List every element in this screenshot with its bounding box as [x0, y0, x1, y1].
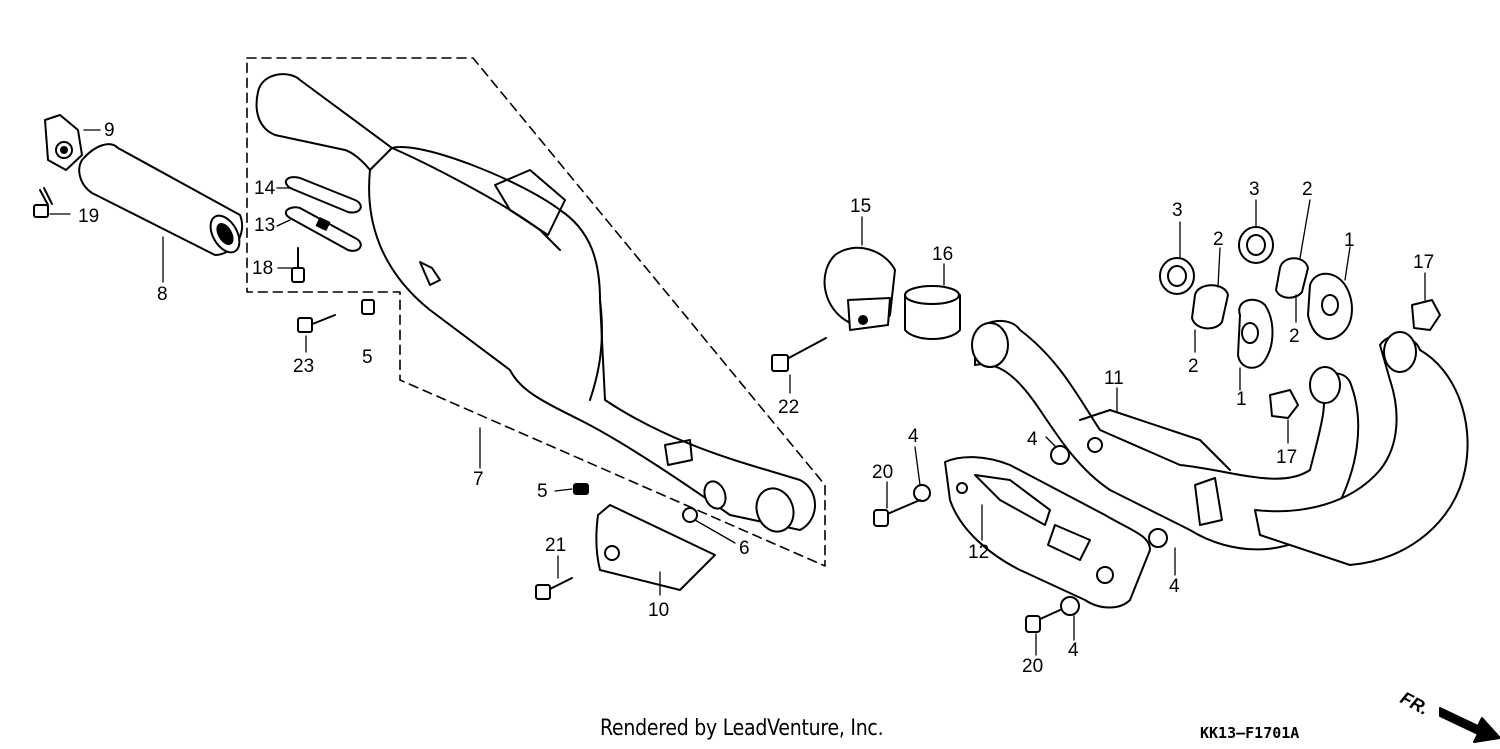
bolt-18: [291, 247, 305, 283]
callout-14: 14: [254, 178, 276, 199]
callout-5-a: 5: [362, 347, 373, 368]
washer-4-b: [1050, 445, 1070, 465]
callout-labels: 1 1 2 2 2 2 3 3 4 4 4 4 5 5 6 7 8 9 10 1…: [78, 120, 1434, 719]
bolt-23: [297, 314, 336, 333]
bolt-20-a: [873, 499, 921, 527]
leader-lines: [49, 129, 1426, 656]
washer-6: [682, 507, 698, 523]
cap-nut-b: [1269, 389, 1299, 419]
washer-4-a: [913, 484, 931, 502]
nut-5-lower: [573, 483, 589, 495]
callout-4-b: 4: [1027, 429, 1038, 450]
callout-10: 10: [648, 600, 669, 621]
callout-2-c: 2: [1188, 356, 1199, 377]
callout-2-a: 2: [1213, 229, 1224, 250]
callout-5-b: 5: [537, 481, 548, 502]
joint-gasket: [904, 285, 961, 340]
bolt-19: [33, 187, 53, 218]
bolt-20-b: [1025, 609, 1061, 633]
joint-collar-b: [1275, 257, 1309, 299]
callout-21: 21: [545, 535, 566, 556]
callout-20-a: 20: [872, 462, 893, 483]
callout-6: 6: [739, 538, 750, 559]
joint-clamp: [823, 246, 896, 331]
muffler: [255, 73, 816, 533]
callout-2-d: 2: [1289, 326, 1300, 347]
render-credit: Rendered by LeadVenture, Inc.: [600, 716, 884, 741]
callout-1-a: 1: [1344, 230, 1355, 251]
joint-collar-a: [1191, 284, 1229, 330]
callout-17-b: 17: [1276, 447, 1297, 468]
drawing-code: KK13–F1701A: [1200, 724, 1300, 742]
callout-7: 7: [473, 469, 484, 490]
tail-pipe-extension: [78, 143, 244, 256]
callout-3-a: 3: [1172, 200, 1183, 221]
callout-20-b: 20: [1022, 656, 1043, 677]
callout-4-d: 4: [1068, 640, 1079, 661]
callout-11: 11: [1104, 368, 1124, 389]
callout-1-b: 1: [1236, 389, 1247, 410]
callout-22: 22: [778, 397, 799, 418]
callout-9: 9: [104, 120, 115, 141]
bolt-22: [771, 337, 827, 372]
nut-5-upper: [361, 299, 375, 315]
callout-13: 13: [254, 215, 275, 236]
callout-4-a: 4: [908, 426, 919, 447]
pipe-clamp: [44, 114, 83, 171]
washer-4-d: [1060, 596, 1080, 616]
callout-23: 23: [293, 356, 314, 377]
callout-8: 8: [157, 284, 168, 305]
washer-4-c: [1148, 528, 1168, 548]
front-direction-arrow-icon: [1439, 707, 1500, 743]
front-direction-label: FR.: [1397, 688, 1432, 719]
callout-19: 19: [78, 206, 99, 227]
heat-protector: [944, 456, 1151, 609]
callout-15: 15: [850, 196, 871, 217]
callout-16: 16: [932, 244, 953, 265]
heat-shield-gasket: [284, 176, 362, 214]
callout-18: 18: [252, 258, 273, 279]
exhaust-pipe: [971, 319, 1469, 566]
cap-nut-a: [1411, 299, 1441, 331]
callout-3-b: 3: [1249, 179, 1260, 200]
callout-4-c: 4: [1169, 576, 1180, 597]
callout-12: 12: [968, 542, 989, 563]
callout-17-a: 17: [1413, 252, 1434, 273]
callout-2-b: 2: [1302, 179, 1313, 200]
muffler-assembly-outline: [246, 57, 826, 567]
muffler-bracket: [595, 504, 716, 591]
bolt-21: [535, 577, 573, 600]
